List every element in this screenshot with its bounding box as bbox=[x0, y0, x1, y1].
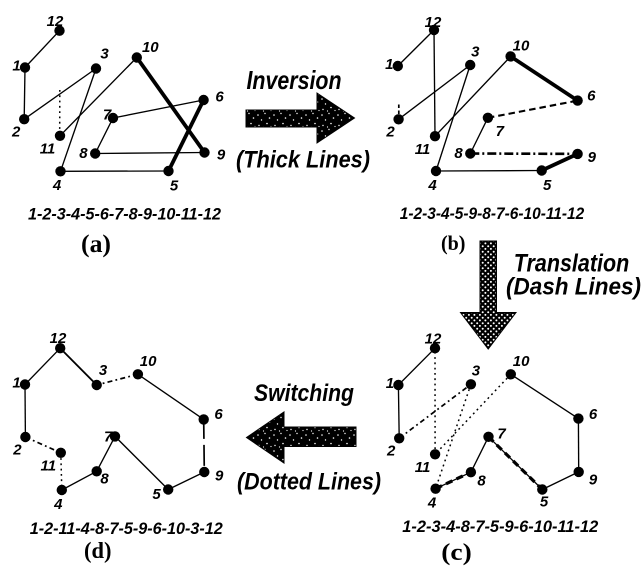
svg-text:7: 7 bbox=[496, 123, 505, 140]
svg-text:9: 9 bbox=[215, 468, 224, 485]
svg-text:8: 8 bbox=[100, 470, 109, 487]
svg-text:Switching: Switching bbox=[254, 380, 354, 407]
svg-text:Translation: Translation bbox=[514, 250, 630, 278]
svg-text:5: 5 bbox=[170, 177, 179, 194]
svg-text:2: 2 bbox=[12, 441, 22, 458]
svg-text:4: 4 bbox=[427, 495, 437, 512]
svg-text:1-2-11-4-8-7-5-9-6-10-3-12: 1-2-11-4-8-7-5-9-6-10-3-12 bbox=[30, 519, 224, 538]
svg-text:6: 6 bbox=[214, 406, 223, 423]
svg-text:2: 2 bbox=[386, 443, 396, 460]
svg-text:6: 6 bbox=[215, 88, 224, 105]
svg-text:10: 10 bbox=[142, 39, 159, 56]
svg-text:2: 2 bbox=[385, 124, 395, 141]
svg-text:11: 11 bbox=[415, 141, 431, 158]
svg-text:4: 4 bbox=[53, 496, 63, 513]
svg-text:5: 5 bbox=[543, 177, 552, 194]
svg-text:(a): (a) bbox=[81, 231, 111, 258]
svg-text:8: 8 bbox=[477, 473, 486, 490]
svg-text:11: 11 bbox=[40, 141, 56, 158]
svg-text:(b): (b) bbox=[441, 231, 466, 255]
svg-text:7: 7 bbox=[104, 429, 113, 446]
svg-text:1-2-3-4-5-9-8-7-6-10-11-12: 1-2-3-4-5-9-8-7-6-10-11-12 bbox=[400, 204, 585, 223]
svg-text:12: 12 bbox=[425, 331, 442, 348]
svg-text:10: 10 bbox=[513, 37, 530, 54]
svg-text:7: 7 bbox=[103, 106, 112, 123]
svg-text:12: 12 bbox=[425, 14, 442, 31]
svg-text:(Dotted Lines): (Dotted Lines) bbox=[237, 469, 381, 496]
svg-text:(d): (d) bbox=[84, 538, 112, 563]
svg-text:1-2-3-4-5-6-7-8-9-10-11-12: 1-2-3-4-5-6-7-8-9-10-11-12 bbox=[28, 205, 222, 224]
svg-text:3: 3 bbox=[100, 45, 109, 62]
svg-text:4: 4 bbox=[427, 177, 437, 194]
svg-text:10: 10 bbox=[513, 353, 530, 370]
svg-text:9: 9 bbox=[588, 149, 597, 166]
svg-text:6: 6 bbox=[589, 406, 598, 423]
svg-text:(Thick Lines): (Thick Lines) bbox=[236, 147, 370, 174]
svg-text:1: 1 bbox=[12, 374, 20, 391]
svg-text:(c): (c) bbox=[441, 540, 472, 566]
svg-text:1: 1 bbox=[12, 57, 20, 74]
svg-text:10: 10 bbox=[140, 353, 157, 370]
svg-text:8: 8 bbox=[454, 145, 463, 162]
svg-text:5: 5 bbox=[540, 494, 549, 511]
svg-text:2: 2 bbox=[11, 124, 21, 141]
svg-text:11: 11 bbox=[41, 458, 57, 475]
svg-text:5: 5 bbox=[152, 486, 161, 503]
svg-text:12: 12 bbox=[47, 13, 64, 30]
svg-text:1: 1 bbox=[385, 56, 393, 73]
svg-text:9: 9 bbox=[217, 146, 226, 163]
svg-text:3: 3 bbox=[472, 363, 481, 380]
svg-text:11: 11 bbox=[415, 459, 431, 476]
svg-text:(Dash Lines): (Dash Lines) bbox=[506, 274, 641, 301]
svg-text:3: 3 bbox=[471, 43, 480, 60]
svg-text:8: 8 bbox=[79, 145, 88, 162]
svg-text:1-2-3-4-8-7-5-9-6-10-11-12: 1-2-3-4-8-7-5-9-6-10-11-12 bbox=[402, 517, 599, 536]
svg-text:Inversion: Inversion bbox=[247, 65, 342, 95]
svg-text:12: 12 bbox=[50, 330, 67, 347]
svg-text:7: 7 bbox=[497, 425, 506, 442]
svg-text:9: 9 bbox=[589, 472, 598, 489]
svg-text:1: 1 bbox=[386, 375, 394, 392]
svg-text:6: 6 bbox=[587, 88, 596, 105]
svg-text:3: 3 bbox=[99, 362, 108, 379]
svg-text:4: 4 bbox=[52, 177, 62, 194]
